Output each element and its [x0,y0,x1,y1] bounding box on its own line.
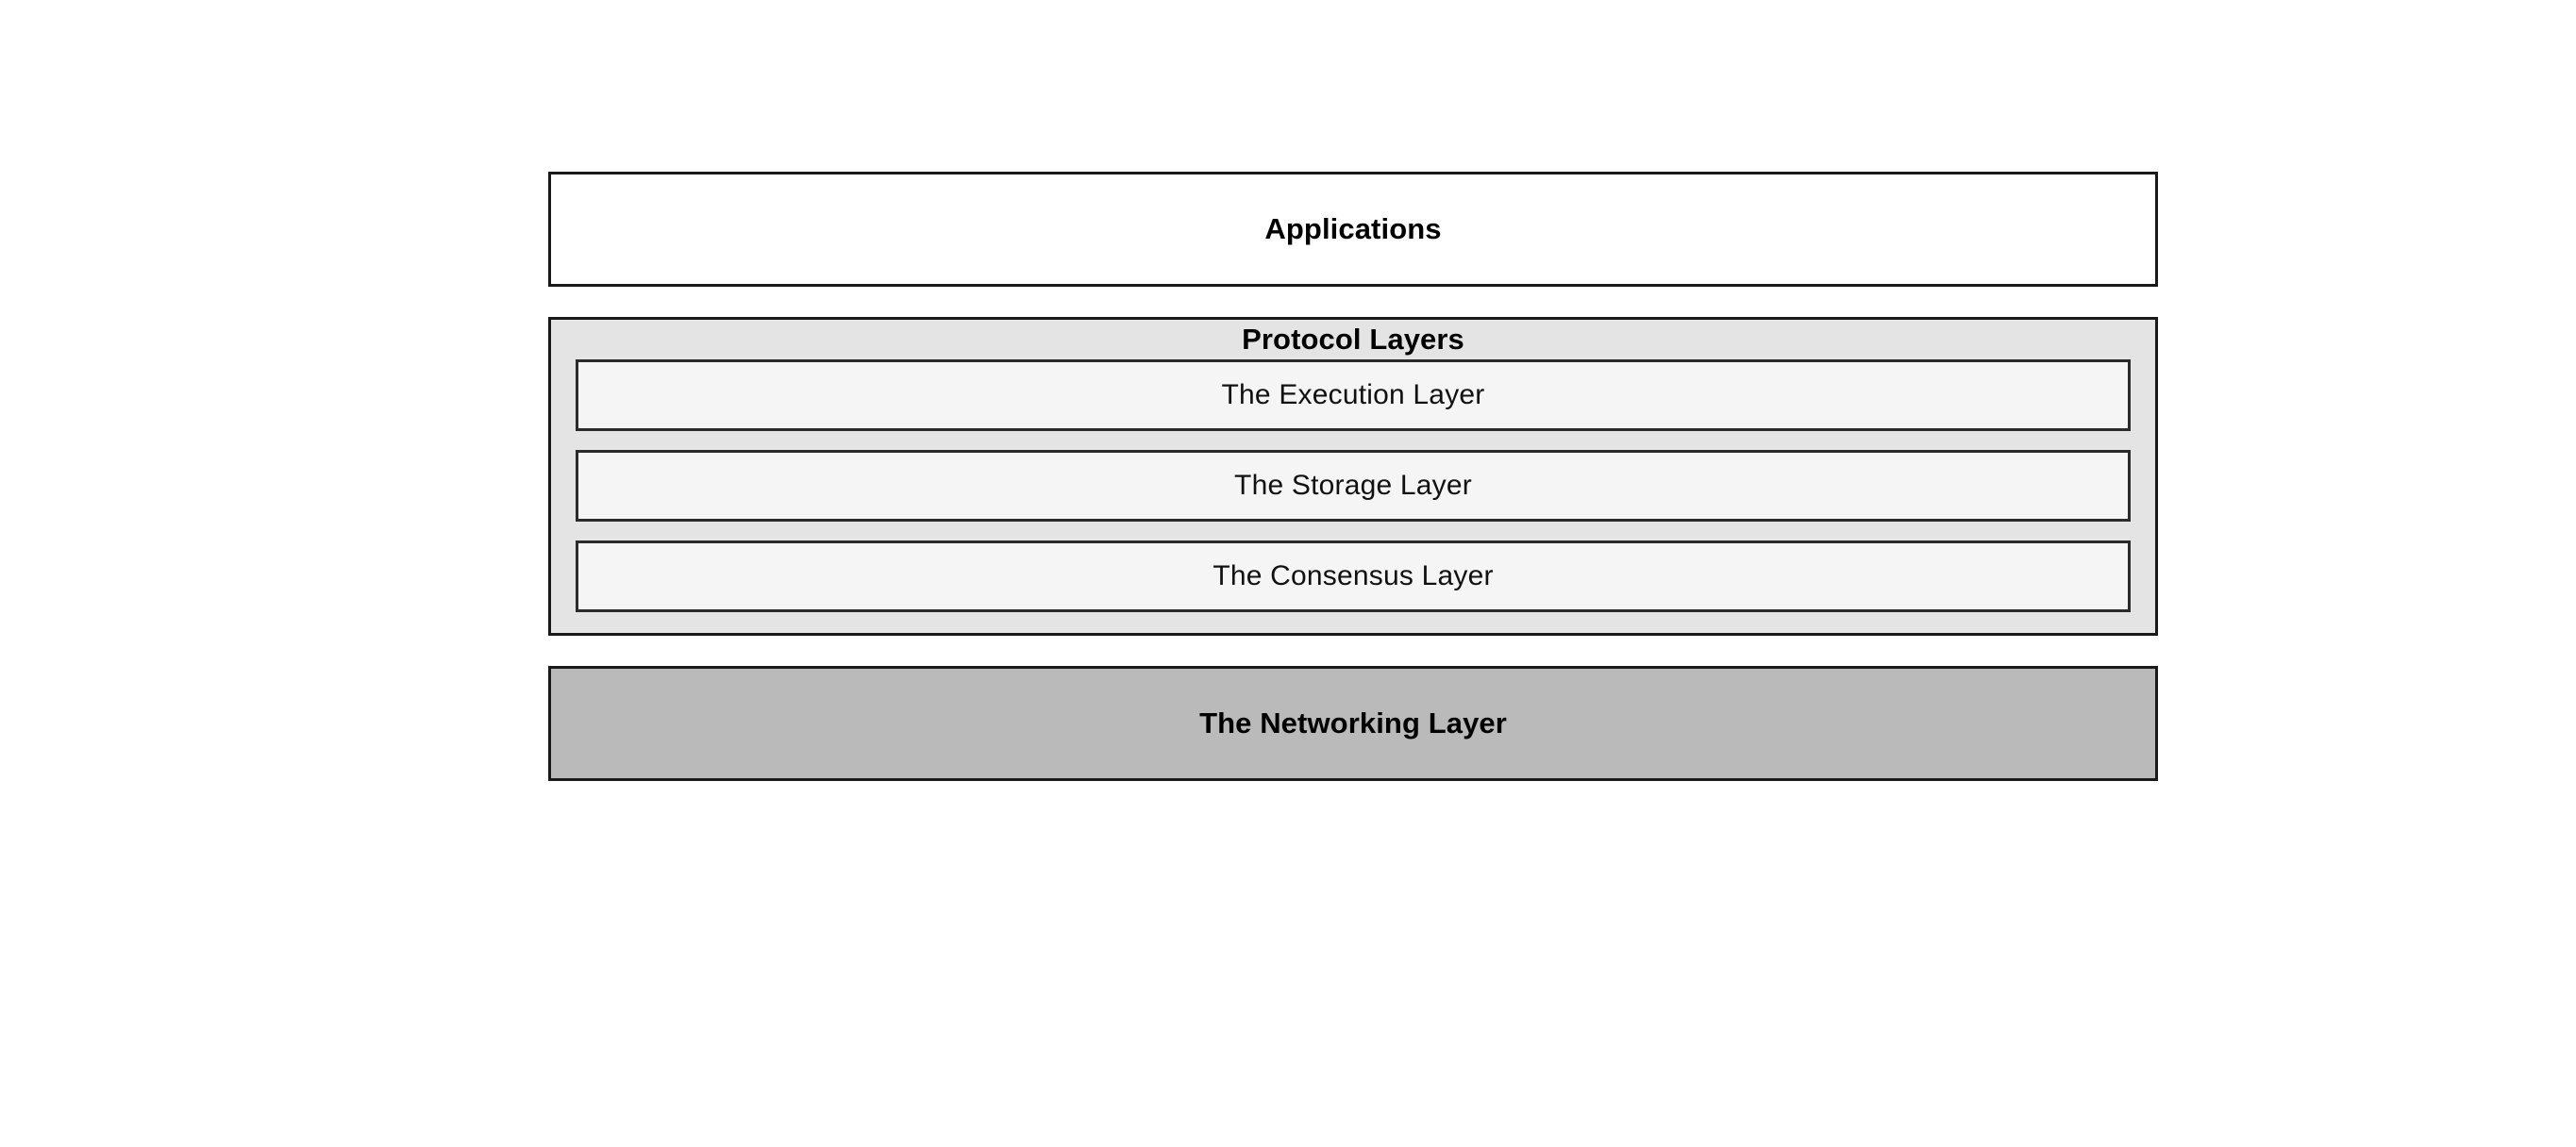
layer-protocol-layers: Protocol Layers The Execution Layer The … [548,317,2158,636]
spacer-protocol-networking [548,636,2158,666]
layer-applications-label: Applications [1264,212,1442,245]
protocol-layers-header: Protocol Layers [551,320,2155,359]
sublayer-consensus-layer: The Consensus Layer [576,540,2131,612]
protocol-sublayer-list: The Execution Layer The Storage Layer Th… [551,359,2155,633]
layer-networking-layer-label: The Networking Layer [1199,706,1507,740]
layer-applications: Applications [548,172,2158,287]
sublayer-storage-layer-label: The Storage Layer [1234,470,1472,501]
sublayer-execution-layer: The Execution Layer [576,359,2131,431]
layer-protocol-layers-label: Protocol Layers [1242,323,1464,356]
sublayer-consensus-layer-label: The Consensus Layer [1213,560,1494,591]
spacer-applications-protocol [548,287,2158,317]
sublayer-storage-layer: The Storage Layer [576,450,2131,522]
layer-stack: Applications Protocol Layers The Executi… [548,172,2158,781]
layer-networking-layer: The Networking Layer [548,666,2158,781]
sublayer-execution-layer-label: The Execution Layer [1221,379,1485,410]
